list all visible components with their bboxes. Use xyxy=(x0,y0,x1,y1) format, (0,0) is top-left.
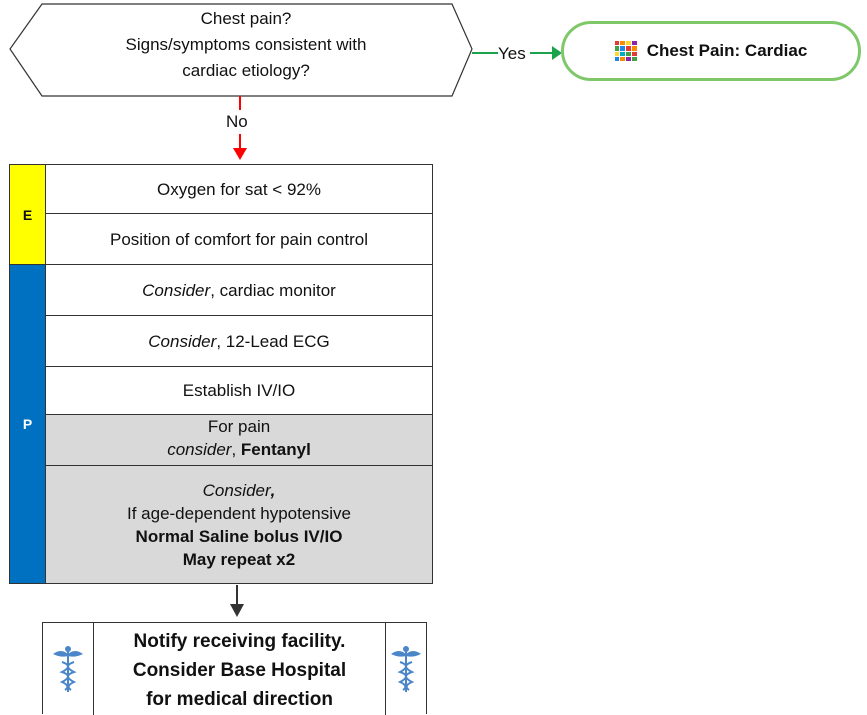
row-pain-comma: , xyxy=(231,440,241,459)
section-e-label: E xyxy=(10,165,46,265)
decision-line-1: Chest pain? xyxy=(200,9,292,28)
yes-label: Yes xyxy=(498,44,526,63)
decision-line-3: cardiac etiology? xyxy=(182,61,310,80)
row-monitor: Consider, cardiac monitor xyxy=(46,265,432,316)
notify-arrowhead xyxy=(230,604,244,617)
notify-line-1: Notify receiving facility. xyxy=(133,631,346,652)
no-arrowhead xyxy=(233,148,247,160)
row-monitor-text: , cardiac monitor xyxy=(210,280,336,300)
row-position: Position of comfort for pain control xyxy=(46,214,432,265)
row-normal-saline: Consider, If age-dependent hypotensive N… xyxy=(46,466,432,583)
row-iv-text: Establish IV/IO xyxy=(182,381,296,400)
notify-line-2: Consider Base Hospital xyxy=(132,660,347,681)
row-oxygen-text: Oxygen for sat < 92% xyxy=(157,179,321,199)
notify-text: Notify receiving facility. Consider Base… xyxy=(93,627,386,714)
row-pain: For pain consider, Fentanyl xyxy=(46,415,432,466)
chest-pain-cardiac-link[interactable]: Chest Pain: Cardiac xyxy=(561,21,861,81)
row-ns-comma: , xyxy=(270,480,276,500)
row-pain-drug: Fentanyl xyxy=(240,440,311,459)
row-iv: Establish IV/IO xyxy=(46,367,432,415)
row-ecg: Consider, 12-Lead ECG xyxy=(46,316,432,367)
terminal-label: Chest Pain: Cardiac xyxy=(646,41,808,60)
caduceus-icon xyxy=(43,623,94,715)
row-monitor-italic: Consider xyxy=(142,280,211,300)
notify-line-3: for medical direction xyxy=(146,689,333,710)
decision-text: Chest pain? Signs/symptoms consistent wi… xyxy=(60,6,432,84)
notify-box: Notify receiving facility. Consider Base… xyxy=(42,622,427,715)
decision-line-2: Signs/symptoms consistent with xyxy=(125,35,367,54)
row-ecg-text: , 12-Lead ECG xyxy=(216,331,330,351)
yes-arrowhead xyxy=(552,46,562,60)
row-pain-line1: For pain xyxy=(207,417,271,436)
row-ns-line3: Normal Saline bolus IV/IO xyxy=(135,526,343,546)
row-position-text: Position of comfort for pain control xyxy=(110,229,368,249)
caduceus-icon xyxy=(385,623,426,715)
row-ecg-italic: Consider xyxy=(148,331,217,351)
decision-hexagon xyxy=(9,3,473,97)
row-ns-line4: May repeat x2 xyxy=(182,549,296,569)
row-pain-italic: consider xyxy=(167,440,232,459)
row-ns-line2: If age-dependent hypotensive xyxy=(126,503,351,523)
no-label: No xyxy=(226,112,248,131)
section-p-label: P xyxy=(10,265,46,583)
treatment-table: E P Oxygen for sat < 92% Position of com… xyxy=(9,164,433,584)
row-ns-italic: Consider xyxy=(202,480,271,500)
row-oxygen: Oxygen for sat < 92% xyxy=(46,165,432,214)
protocol-grid-icon xyxy=(614,41,637,61)
